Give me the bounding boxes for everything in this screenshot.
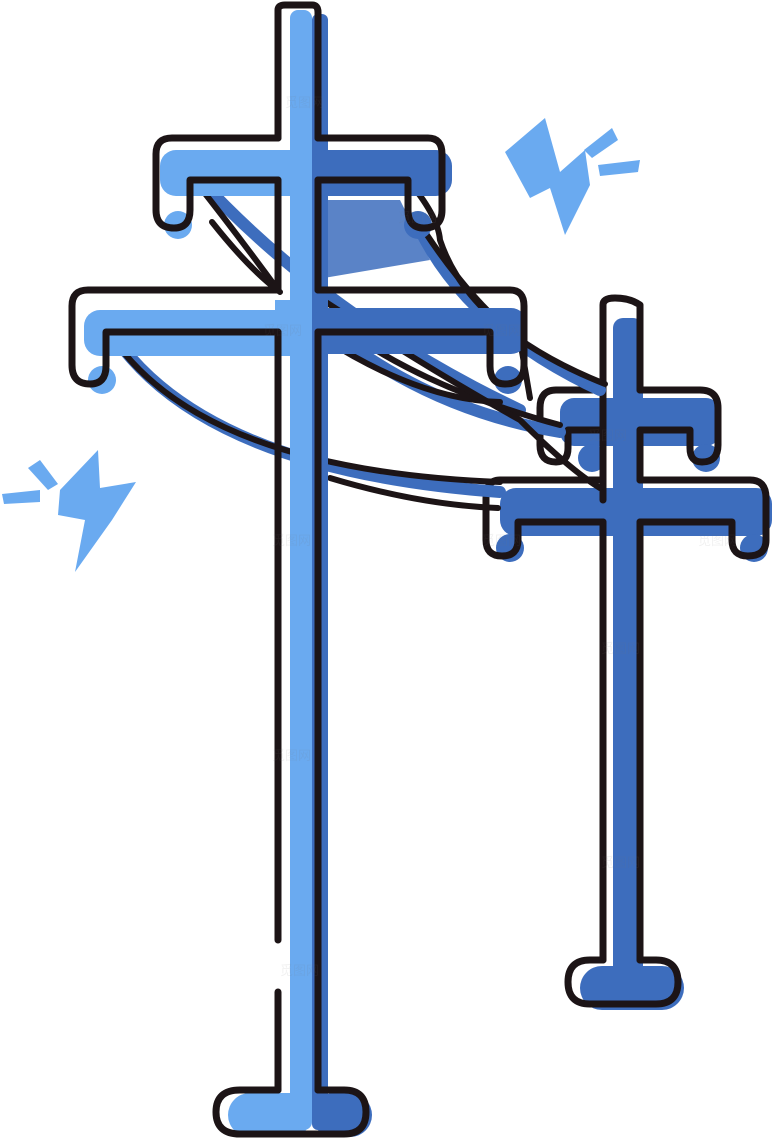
pole-left-outline bbox=[68, 1, 528, 1138]
utility-pole-right-icon bbox=[482, 294, 772, 1010]
pole-right-outline bbox=[482, 294, 770, 1008]
lightning-bolt-left-icon bbox=[2, 450, 136, 572]
utility-pole-left-icon bbox=[68, 1, 528, 1138]
lightning-bolt-top-icon bbox=[505, 118, 640, 235]
pole-left-fill-light bbox=[84, 10, 318, 1137]
